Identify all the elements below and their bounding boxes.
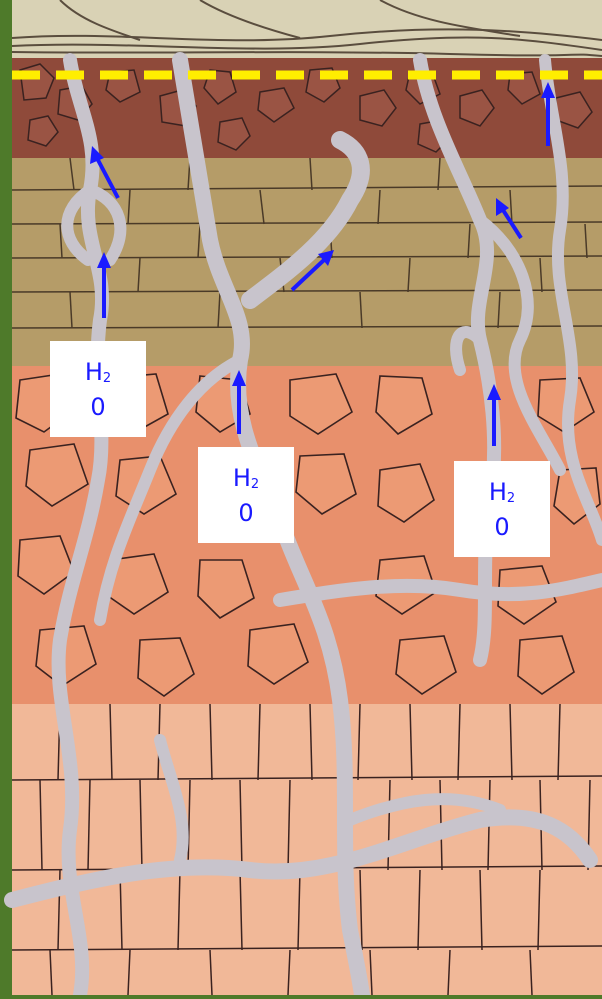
water-formula-line2: 0 — [90, 393, 105, 421]
water-label-center: H2 0 — [198, 447, 294, 543]
water-formula: H2 — [85, 358, 111, 393]
water-label-left: H2 0 — [50, 341, 146, 437]
green-frame-left — [0, 0, 12, 995]
top-fiber-layer — [12, 0, 602, 60]
water-formula-line2: 0 — [238, 499, 253, 527]
water-formula: H2 — [233, 464, 259, 499]
water-formula: H2 — [489, 478, 515, 513]
water-formula-line2: 0 — [494, 513, 509, 541]
water-label-right: H2 0 — [454, 461, 550, 557]
pale-cell-layer — [12, 704, 602, 995]
